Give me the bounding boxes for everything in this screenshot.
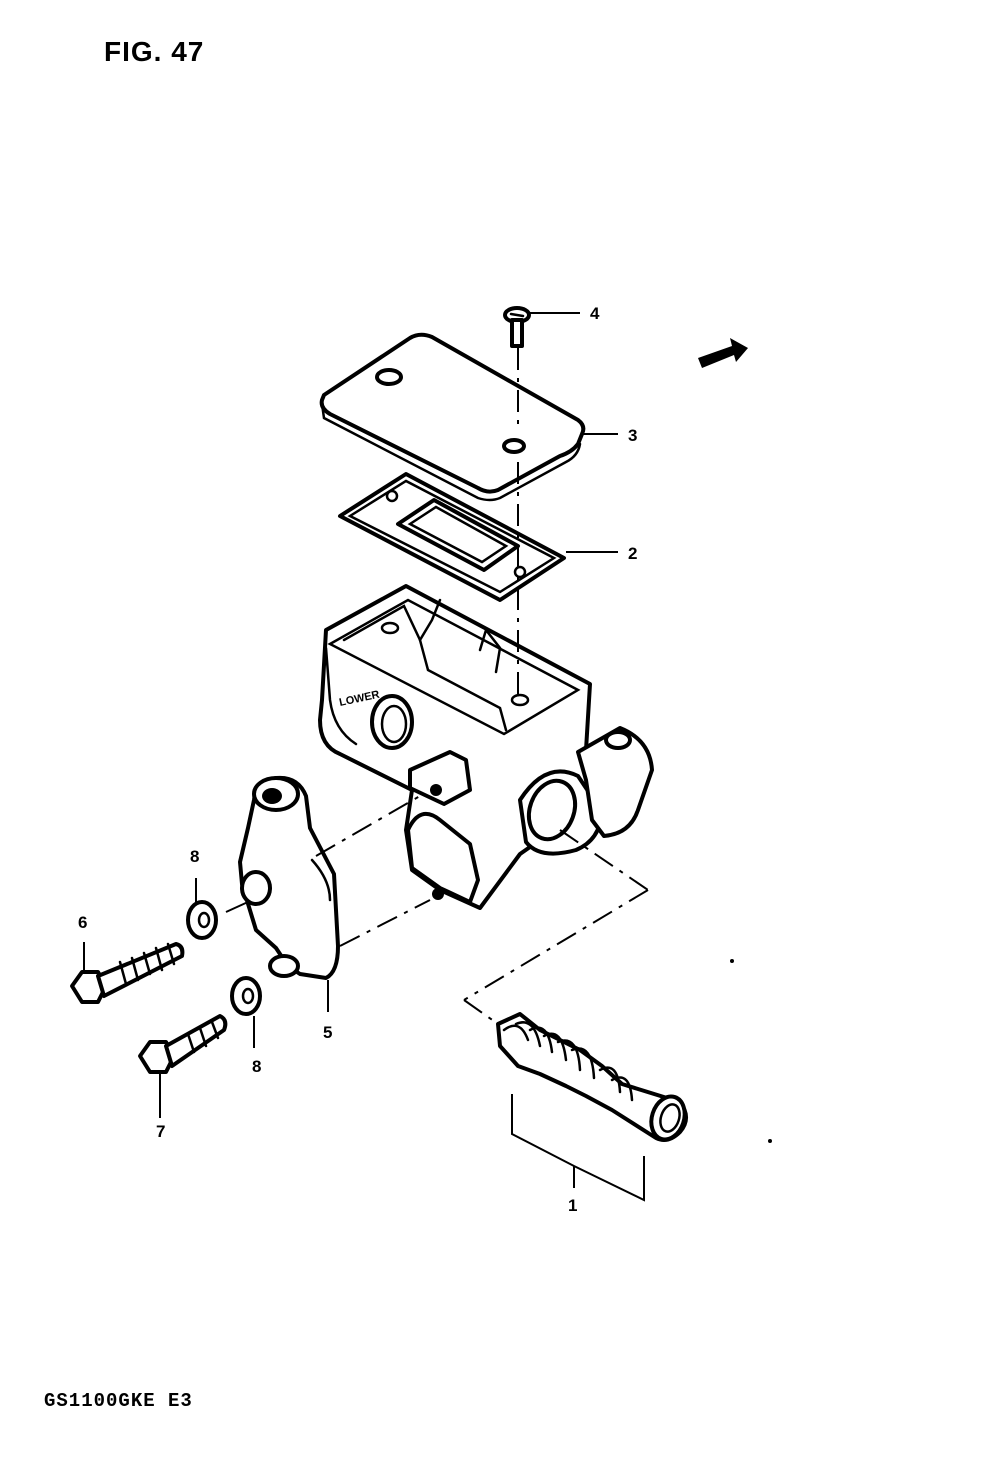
- part-screw: [503, 306, 531, 348]
- part-diaphragm: [338, 472, 566, 602]
- model-code-label: GS1100GKE E3: [44, 1390, 193, 1412]
- callout-3: 3: [628, 426, 637, 445]
- front-direction-arrow-icon: [698, 338, 748, 368]
- callout-1: 1: [568, 1196, 577, 1215]
- part-washer-lower: [230, 976, 262, 1016]
- part-bolt-long: [70, 942, 185, 1004]
- callout-2: 2: [628, 544, 637, 563]
- part-washer-upper: [186, 900, 218, 940]
- part-piston-set: [496, 1012, 688, 1142]
- part-reservoir-cap: [319, 332, 586, 502]
- assembly-centerlines: [225, 348, 649, 1025]
- stray-mark: [768, 1139, 772, 1143]
- callout-8-upper: 8: [190, 847, 199, 866]
- callout-5: 5: [323, 1023, 332, 1042]
- part-master-cylinder-body: LOWER: [318, 584, 654, 910]
- callout-6: 6: [78, 913, 87, 932]
- leader-lines: [83, 312, 645, 1202]
- callout-8-lower: 8: [252, 1057, 261, 1076]
- callout-4: 4: [590, 304, 600, 323]
- part-clamp: [238, 775, 340, 980]
- stray-mark: [730, 959, 734, 963]
- part-bolt-short: [138, 1014, 228, 1074]
- figure-title: FIG. 47: [104, 36, 205, 67]
- callout-7: 7: [156, 1122, 165, 1141]
